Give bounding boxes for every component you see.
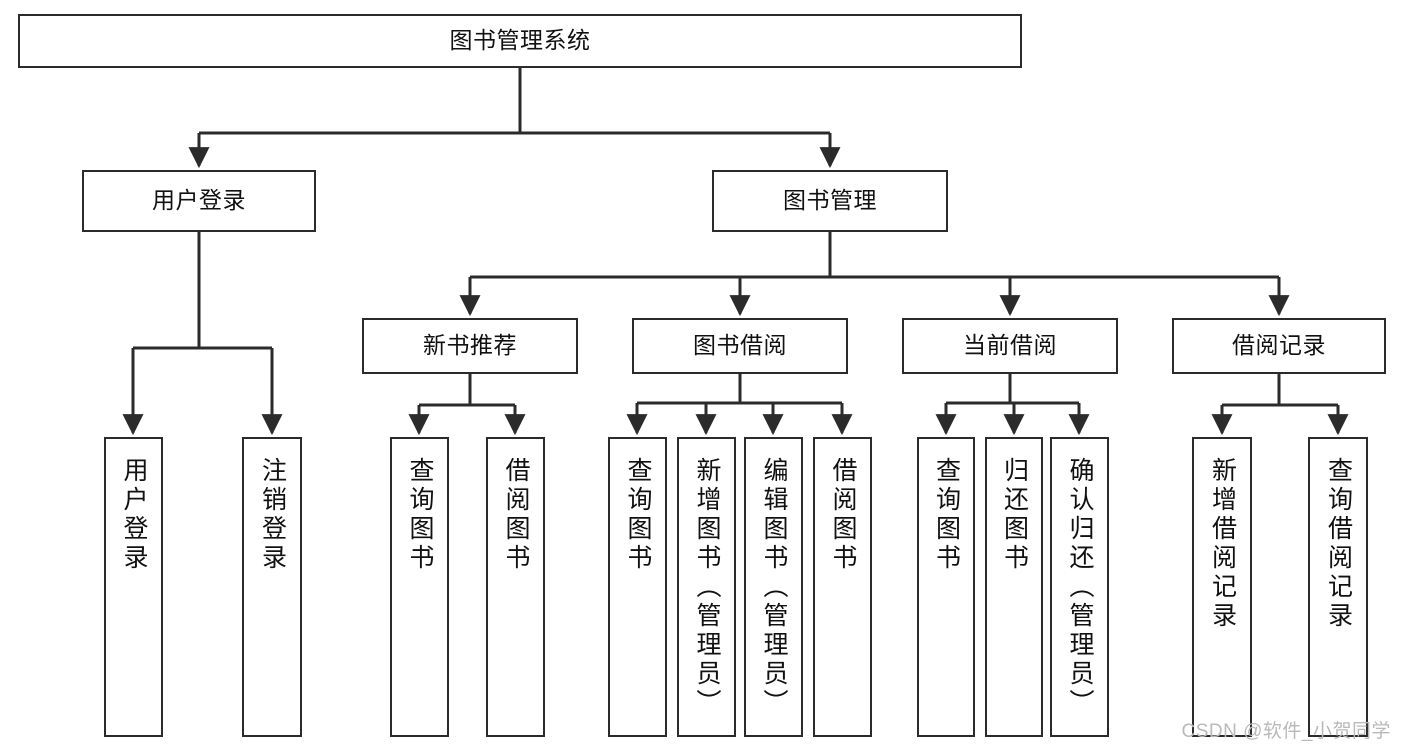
node-leaf-logout[interactable]: 注销登录 [242, 437, 302, 737]
node-label: 图书借阅 [693, 332, 787, 359]
node-book-management[interactable]: 图书管理 [712, 170, 948, 232]
node-label: 新书推荐 [423, 332, 517, 359]
node-new-book-recommend[interactable]: 新书推荐 [362, 318, 578, 374]
node-label: 图书管理 [783, 187, 877, 214]
node-leaf-borrow-book[interactable]: 借阅图书 [813, 437, 872, 737]
node-label: 新增图书（管理员） [693, 457, 721, 718]
node-label: 归还图书 [1000, 457, 1029, 573]
node-leaf-return-book[interactable]: 归还图书 [985, 437, 1043, 737]
node-current-borrow[interactable]: 当前借阅 [902, 318, 1118, 374]
node-leaf-confirm-return-admin[interactable]: 确认归还（管理员） [1050, 437, 1109, 737]
node-label: 编辑图书（管理员） [760, 457, 788, 718]
node-label: 查询图书 [406, 457, 434, 573]
node-label: 新增借阅记录 [1208, 457, 1237, 631]
node-leaf-borrow-book-recommend[interactable]: 借阅图书 [486, 437, 545, 737]
node-label: 确认归还（管理员） [1066, 457, 1094, 718]
node-borrow-record[interactable]: 借阅记录 [1172, 318, 1386, 374]
node-leaf-query-book-borrow[interactable]: 查询图书 [608, 437, 667, 737]
node-leaf-query-book-recommend[interactable]: 查询图书 [390, 437, 449, 737]
watermark-text: CSDN @软件_小贺同学 [1181, 721, 1391, 742]
node-leaf-add-borrow-record[interactable]: 新增借阅记录 [1192, 437, 1252, 737]
node-leaf-query-book-current[interactable]: 查询图书 [917, 437, 975, 737]
node-label: 用户登录 [120, 457, 148, 573]
node-leaf-edit-book-admin[interactable]: 编辑图书（管理员） [744, 437, 803, 737]
node-root-system[interactable]: 图书管理系统 [18, 14, 1022, 68]
node-leaf-user-login[interactable]: 用户登录 [104, 437, 163, 737]
node-label: 借阅记录 [1232, 332, 1326, 359]
node-label: 借阅图书 [829, 457, 857, 573]
node-label: 查询借阅记录 [1324, 457, 1353, 631]
node-label: 借阅图书 [502, 457, 530, 573]
node-label: 图书管理系统 [449, 27, 591, 54]
node-leaf-add-book-admin[interactable]: 新增图书（管理员） [677, 437, 736, 737]
node-label: 用户登录 [152, 187, 246, 214]
node-label: 注销登录 [258, 457, 287, 573]
node-user-login[interactable]: 用户登录 [82, 170, 316, 232]
node-label: 查询图书 [624, 457, 652, 573]
node-leaf-query-borrow-record[interactable]: 查询借阅记录 [1308, 437, 1368, 737]
node-label: 当前借阅 [963, 332, 1057, 359]
node-book-borrow[interactable]: 图书借阅 [632, 318, 848, 374]
node-label: 查询图书 [932, 457, 961, 573]
